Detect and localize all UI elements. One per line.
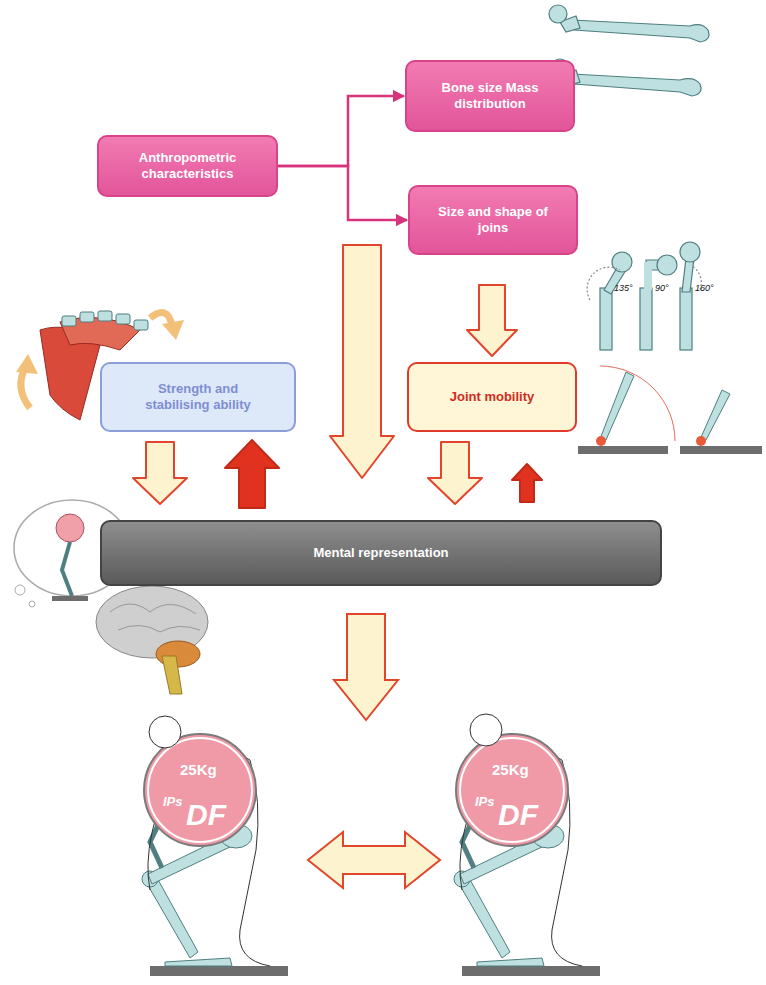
ankle-mobility-figures-part xyxy=(680,446,762,454)
squat-figure-right-part xyxy=(456,734,568,846)
spine-muscle-illustration-part-part xyxy=(98,311,112,321)
output-arrow-part xyxy=(334,614,398,720)
squat-figure-left-part xyxy=(148,738,252,842)
muscle-label: DF xyxy=(498,798,538,831)
joint-angle-figures-part xyxy=(657,255,677,275)
ankle-mobility-figures-part xyxy=(600,366,675,441)
squat-figure-left-part xyxy=(165,958,232,966)
spine-muscle-illustration-part xyxy=(16,354,38,374)
joint-angle-figures-part xyxy=(600,288,612,350)
ankle-mobility-figures-part xyxy=(696,436,706,446)
block-arrow xyxy=(225,440,279,508)
block-arrow xyxy=(133,442,187,504)
box-label: Bone size Mass distribution xyxy=(420,80,560,113)
ankle-mobility-figures-part xyxy=(698,390,730,444)
squat-figure-right xyxy=(454,714,600,976)
capacity-box: Strength and stabilising ability xyxy=(100,362,296,432)
block-arrow xyxy=(512,464,542,502)
squat-figure-left-part xyxy=(144,734,256,846)
brain-thought-illustration-part xyxy=(62,542,72,596)
joint-angle-figures-part xyxy=(640,288,652,350)
spine-muscle-illustration-part-part xyxy=(80,312,94,322)
angle-label: 135° xyxy=(614,284,633,294)
squat-figure-left-part xyxy=(150,966,288,976)
angle-label: 160° xyxy=(695,284,714,294)
brain-thought-illustration-part xyxy=(156,641,200,667)
load-label: 25Kg xyxy=(180,762,217,779)
box-label: Size and shape of joins xyxy=(434,204,552,237)
squat-figure-left-part xyxy=(149,716,181,748)
load-label: 25Kg xyxy=(492,762,529,779)
femur-bones-part xyxy=(549,5,567,23)
ankle-mobility-figures xyxy=(578,366,762,454)
brain-thought-illustration-part xyxy=(15,585,25,595)
squat-figure-right-part xyxy=(460,738,564,842)
box-label: Mental representation xyxy=(313,545,448,561)
spine-muscle-illustration-part-part xyxy=(62,316,76,326)
factor-box: Bone size Mass distribution xyxy=(405,60,575,132)
capacity-box: Joint mobility xyxy=(407,362,577,432)
block-arrow xyxy=(330,245,394,478)
joint-angle-figures xyxy=(587,242,701,350)
squat-figure-right-part xyxy=(458,876,510,958)
connector-line xyxy=(278,166,407,220)
angle-label: 90° xyxy=(655,284,669,294)
ankle-mobility-figures-part xyxy=(596,436,606,446)
squat-figure-left xyxy=(142,716,288,976)
brain-thought-illustration-part xyxy=(162,656,182,694)
spine-muscle-illustration-part xyxy=(62,311,148,330)
squat-figure-right-part xyxy=(470,714,502,746)
squat-figure-right-part xyxy=(462,966,600,976)
box-label: Joint mobility xyxy=(450,389,535,405)
box-label: Anthropometric characteristics xyxy=(126,150,250,183)
spine-muscle-illustration-part-part xyxy=(134,320,148,330)
block-arrow xyxy=(428,442,482,504)
connector-line xyxy=(278,96,404,166)
spine-muscle-illustration-part-part xyxy=(116,314,130,324)
muscle-label: IPs xyxy=(475,795,495,809)
process-band: Mental representation xyxy=(100,520,662,586)
factor-box: Size and shape of joins xyxy=(408,185,578,255)
brain-thought-illustration-part xyxy=(56,514,84,542)
box-label: Strength and stabilising ability xyxy=(132,381,264,414)
ankle-mobility-figures-part xyxy=(578,446,668,454)
muscle-label: DF xyxy=(186,798,226,831)
joint-angle-figures-part xyxy=(682,258,694,292)
output-arrow xyxy=(308,614,440,888)
joint-angle-figures-part xyxy=(644,262,652,290)
ankle-mobility-figures-part xyxy=(598,372,634,444)
joint-angle-figures-part xyxy=(680,288,692,350)
spine-muscle-illustration-part xyxy=(162,320,184,340)
brain-thought-illustration-part xyxy=(52,596,88,601)
squat-figure-left-part xyxy=(146,876,198,958)
femur-bones-part xyxy=(572,20,709,42)
squat-figure-right-part xyxy=(477,958,544,966)
brain-thought-illustration-part xyxy=(29,601,35,607)
brain-thought-illustration-part xyxy=(110,604,200,632)
femur-bones-part xyxy=(572,74,701,96)
output-arrow-part xyxy=(308,832,440,888)
block-arrow xyxy=(467,285,517,356)
joint-angle-figures-part xyxy=(680,242,700,262)
joint-angle-figures-part xyxy=(612,252,632,272)
muscle-label: IPs xyxy=(163,795,183,809)
factor-box: Anthropometric characteristics xyxy=(97,135,278,197)
